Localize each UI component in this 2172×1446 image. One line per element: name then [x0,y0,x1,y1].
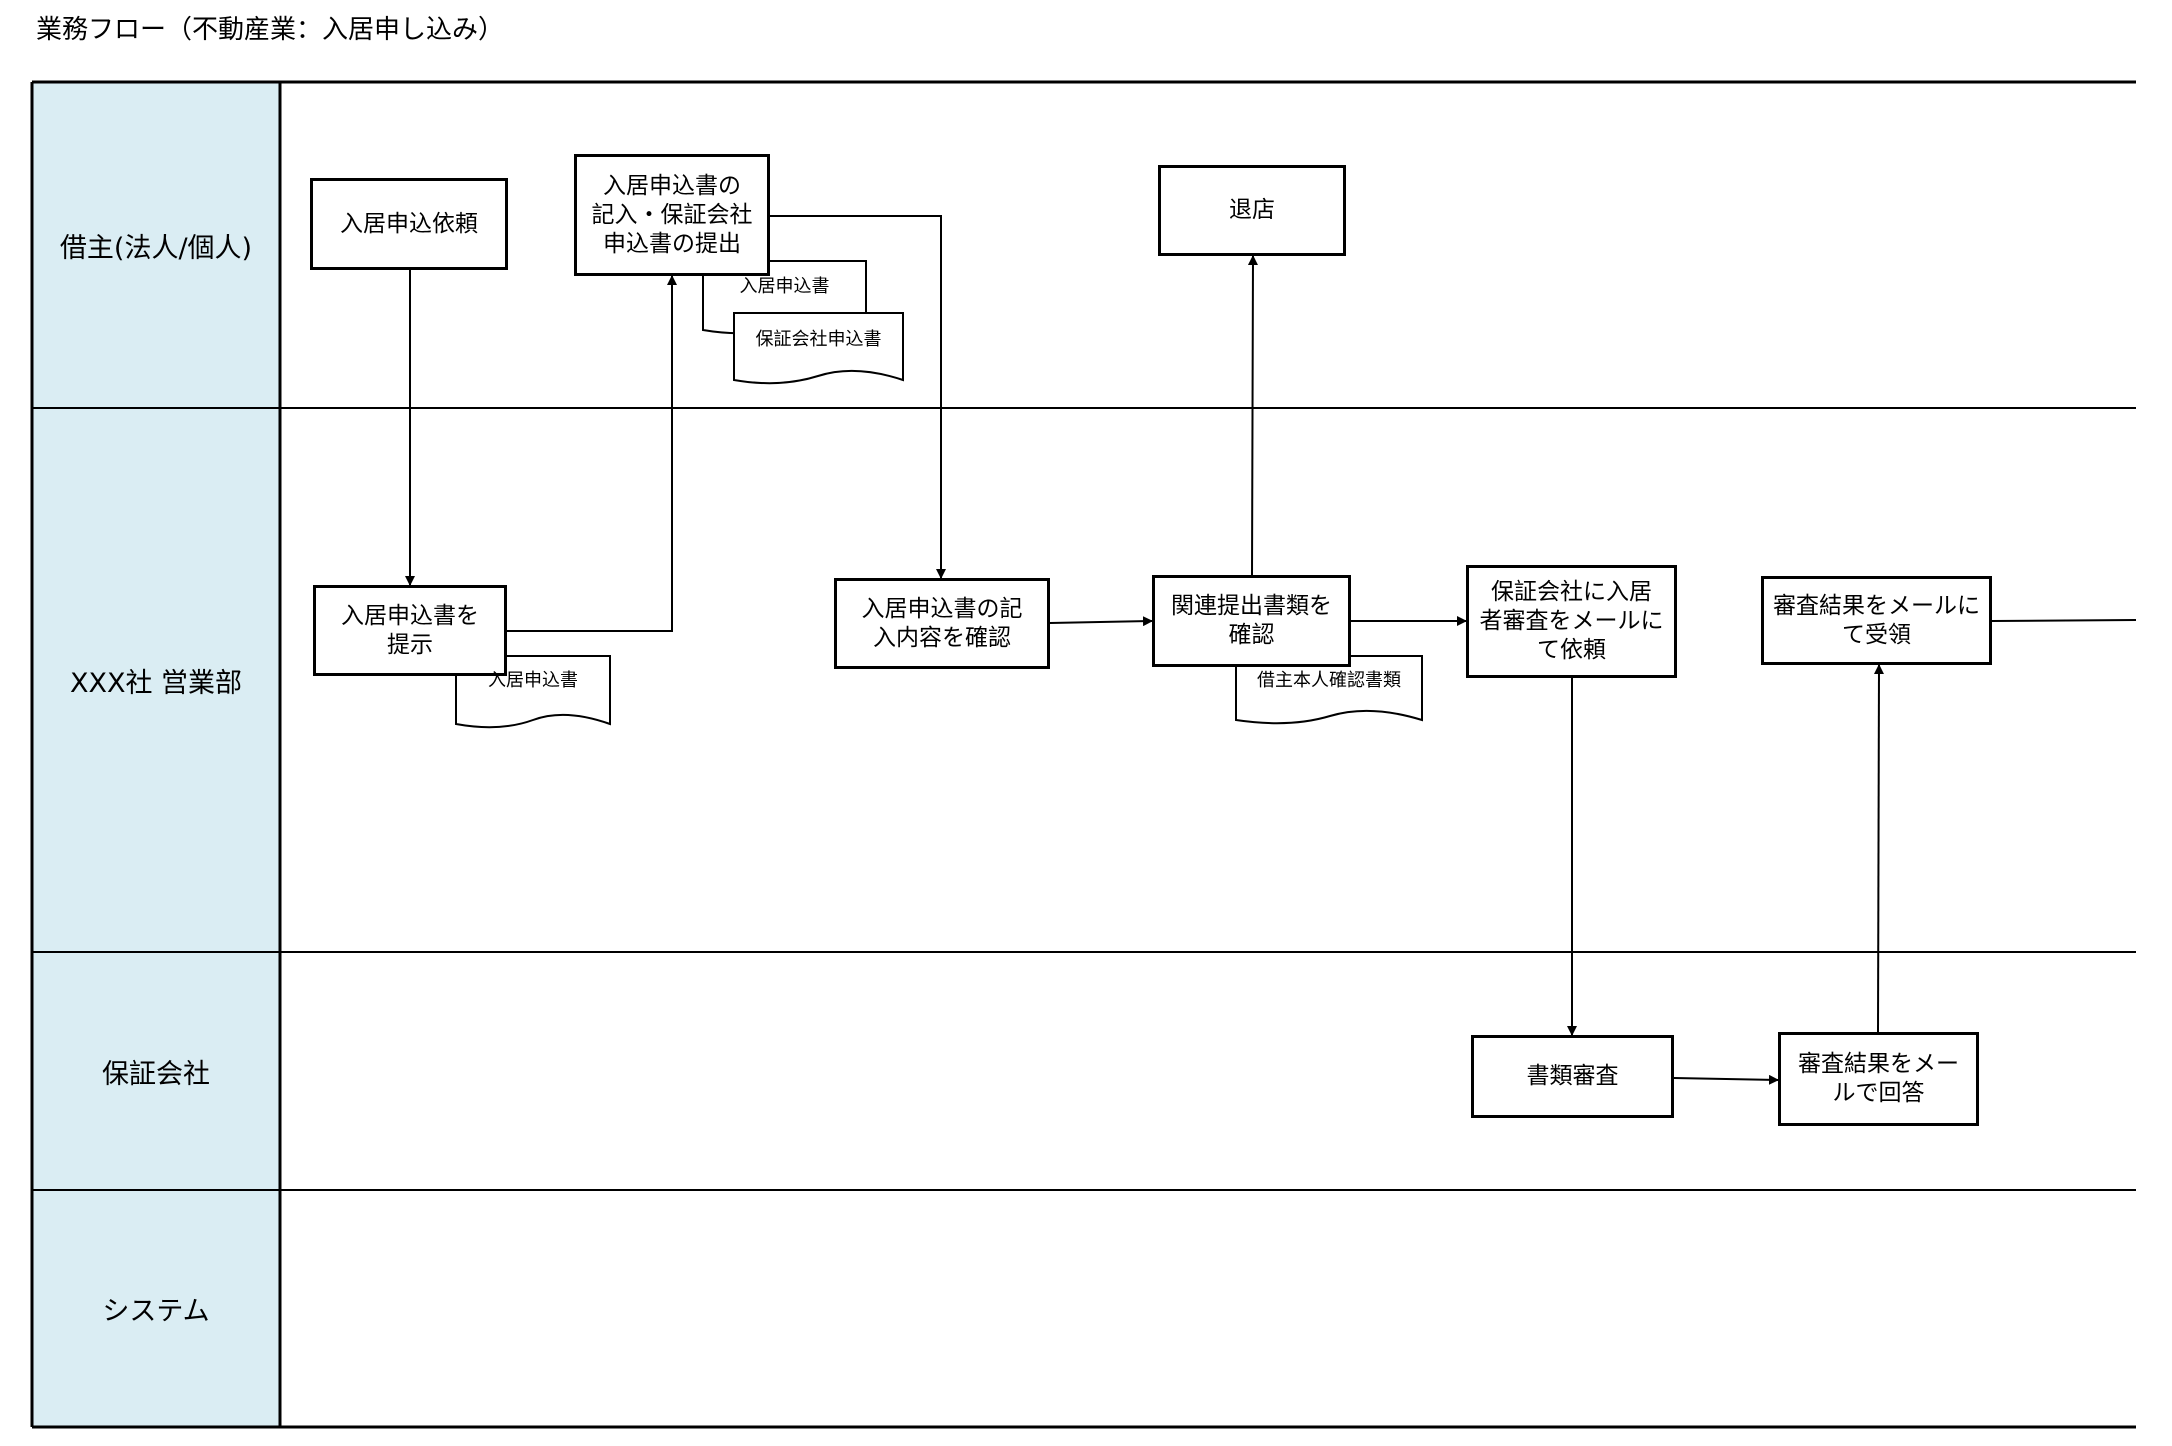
page-title: 業務フロー（不動産業：入居申し込み） [36,15,505,45]
lane-label-tenant: 借主(法人/個人) [59,232,253,264]
document-label-application-form: 入居申込書 [488,670,578,691]
arrow-present-to-fill [507,275,677,632]
process-receive-result: 審査結果をメールに て受領 [1761,576,1992,665]
lane-header-column [32,82,280,1427]
document-shape [1235,655,1423,725]
process-document-screening: 書類審査 [1471,1035,1674,1118]
arrow-fill-to-check [770,215,946,579]
document-label-id-documents: 借主本人確認書類 [1257,670,1401,691]
process-request-screening: 保証会社に入居 者審査をメールに て依頼 [1466,565,1677,678]
document-shape [733,312,904,385]
process-reply-result: 審査結果をメー ルで回答 [1778,1032,1979,1126]
process-check-docs: 関連提出書類を 確認 [1152,575,1351,667]
arrow-check-to-docs [1049,616,1153,627]
line-receive-continues [1991,619,2137,622]
process-request: 入居申込依頼 [310,178,508,270]
process-withdraw: 退店 [1158,165,1346,256]
lane-label-sales: XXX社 営業部 [69,667,243,699]
process-present-form: 入居申込書を 提示 [313,585,507,676]
arrow-docs-to-withdraw [1247,255,1258,576]
arrow-screening-to-reply [1673,1074,1779,1085]
lane-label-guarantor: 保証会社 [102,1058,210,1090]
document-label-application-form: 入居申込書 [739,276,830,297]
lane-label-system: システム [102,1296,210,1327]
arrow-reply-to-receive [1873,664,1884,1033]
process-fill-submit: 入居申込書の 記入・保証会社 申込書の提出 [574,154,770,276]
document-label-guarantor-form: 保証会社申込書 [755,329,882,350]
process-check-contents: 入居申込書の記 入内容を確認 [834,578,1050,669]
